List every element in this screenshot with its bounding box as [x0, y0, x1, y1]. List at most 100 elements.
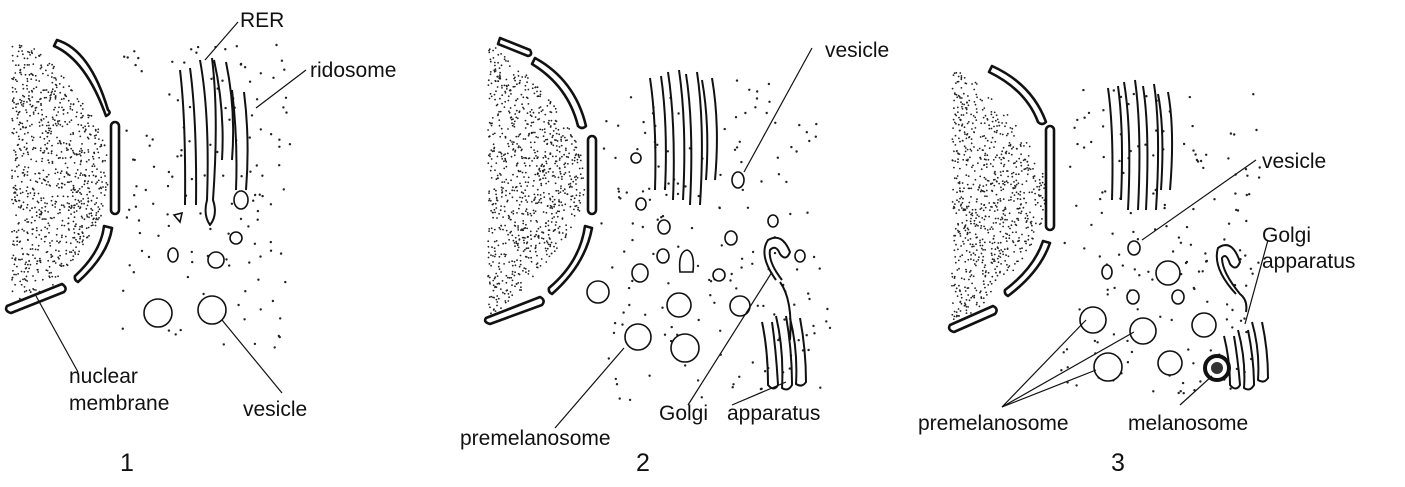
nucleus-stipple-dot	[48, 232, 50, 234]
cytoplasm-dot	[152, 203, 154, 205]
cytoplasm-dot	[736, 146, 738, 148]
nucleus-stipple-dot	[27, 64, 29, 66]
nucleus-stipple-dot	[976, 201, 978, 203]
nucleus-stipple-dot	[86, 237, 88, 239]
nucleus-stipple-dot	[956, 191, 958, 193]
nucleus-stipple-dot	[1019, 194, 1021, 196]
golgi-label-line1-3: Golgi	[1262, 224, 1311, 247]
nucleus-stipple-dot	[520, 260, 522, 262]
cytoplasm-dot	[652, 253, 654, 255]
cytoplasm-dot	[697, 379, 699, 381]
cytoplasm-dot	[657, 219, 659, 221]
nucleus-stipple-dot	[963, 187, 965, 189]
nucleus-stipple-dot	[960, 204, 962, 206]
nucleus-stipple-dot	[1002, 183, 1004, 185]
nucleus-stipple-dot	[556, 145, 558, 147]
nucleus-stipple-dot	[105, 186, 107, 188]
nucleus-stipple-dot	[991, 253, 993, 255]
nucleus-stipple-dot	[21, 181, 23, 183]
nucleus-stipple-dot	[487, 276, 489, 278]
nucleus-stipple-dot	[545, 172, 547, 174]
nucleus-stipple-dot	[33, 289, 35, 291]
nucleus-stipple-dot	[1016, 208, 1018, 210]
premelanosome-label-2: premelanosome	[460, 427, 611, 450]
nucleus-stipple-dot	[71, 119, 73, 121]
cytoplasm-dot	[774, 252, 776, 254]
nucleus-stipple-dot	[549, 245, 551, 247]
nucleus-stipple-dot	[582, 167, 584, 169]
nucleus-stipple-dot	[98, 180, 100, 182]
nucleus-stipple-dot	[47, 211, 49, 213]
cytoplasm-dot	[1192, 208, 1194, 210]
nucleus-stipple-dot	[498, 213, 500, 215]
nucleus-stipple-dot	[1007, 114, 1009, 116]
nucleus-stipple-dot	[56, 234, 58, 236]
nucleus-stipple-dot	[550, 205, 552, 207]
nucleus-stipple-dot	[47, 132, 49, 134]
nucleus-stipple-dot	[34, 257, 36, 259]
nucleus-stipple-dot	[976, 108, 978, 110]
nucleus-stipple-dot	[961, 114, 963, 116]
cytoplasm-dot	[282, 106, 284, 108]
nucleus-stipple-dot	[493, 297, 495, 299]
cytoplasm-dot	[251, 114, 253, 116]
nucleus-stipple-dot	[517, 98, 519, 100]
nucleus-stipple-dot	[508, 146, 510, 148]
nucleus-stipple-dot	[522, 197, 524, 199]
nucleus-stipple-dot	[976, 198, 978, 200]
nucleus-stipple-dot	[21, 100, 23, 102]
nucleus-stipple-dot	[955, 72, 957, 74]
cytoplasm-dot	[223, 343, 225, 345]
nucleus-stipple-dot	[994, 242, 996, 244]
nucleus-stipple-dot	[981, 189, 983, 191]
nucleus-stipple-dot	[23, 101, 25, 103]
nucleus-stipple-dot	[42, 73, 44, 75]
nucleus-stipple-dot	[527, 212, 529, 214]
nucleus-stipple-dot	[966, 234, 968, 236]
nucleus-stipple-dot	[532, 87, 534, 89]
nucleus-stipple-dot	[576, 147, 578, 149]
nucleus-stipple-dot	[90, 212, 92, 214]
cytoplasm-dot	[1233, 133, 1235, 135]
nucleus-stipple-dot	[971, 128, 973, 130]
nucleus-stipple-dot	[547, 105, 549, 107]
nucleus-stipple-dot	[958, 209, 960, 211]
nucleus-stipple-dot	[491, 158, 493, 160]
nucleus-stipple-dot	[14, 170, 16, 172]
cytoplasm-dot	[1234, 192, 1236, 194]
nucleus-stipple-dot	[964, 77, 966, 79]
nucleus-stipple-dot	[573, 209, 575, 211]
nucleus-stipple-dot	[65, 236, 67, 238]
cytoplasm-dot	[284, 281, 286, 283]
nucleus-stipple-dot	[36, 86, 38, 88]
nucleus-stipple-dot	[999, 223, 1001, 225]
cytoplasm-dot	[1189, 96, 1191, 98]
cytoplasm-dot	[260, 72, 262, 74]
cytoplasm-dot	[825, 320, 827, 322]
nucleus-stipple-dot	[77, 177, 79, 179]
nucleus-stipple-dot	[980, 99, 982, 101]
nucleus-stipple-dot	[565, 237, 567, 239]
cytoplasm-dot	[1206, 301, 1208, 303]
nucleus-stipple-dot	[498, 119, 500, 121]
nucleus-stipple-dot	[561, 178, 563, 180]
nucleus-stipple-dot	[501, 133, 503, 135]
nucleus-stipple-dot	[491, 125, 493, 127]
nucleus-stipple-dot	[542, 129, 544, 131]
nucleus-stipple-dot	[968, 279, 970, 281]
cytoplasm-dot	[603, 147, 605, 149]
nucleus-stipple-dot	[1034, 193, 1036, 195]
cytoplasm-dot	[1126, 340, 1128, 342]
nucleus-stipple-dot	[998, 261, 1000, 263]
nucleus-stipple-dot	[61, 235, 63, 237]
nucleus-stipple-dot	[523, 242, 525, 244]
nucleus-stipple-dot	[965, 230, 967, 232]
cytoplasm-dot	[1187, 348, 1189, 350]
nucleus-stipple-dot	[14, 196, 16, 198]
cytoplasm-dot	[1210, 349, 1212, 351]
nucleus-stipple-dot	[100, 215, 102, 217]
cytoplasm-dot	[1076, 119, 1078, 121]
nucleus-stipple-dot	[565, 140, 567, 142]
nucleus-stipple-dot	[498, 266, 500, 268]
nucleus-stipple-dot	[530, 220, 532, 222]
